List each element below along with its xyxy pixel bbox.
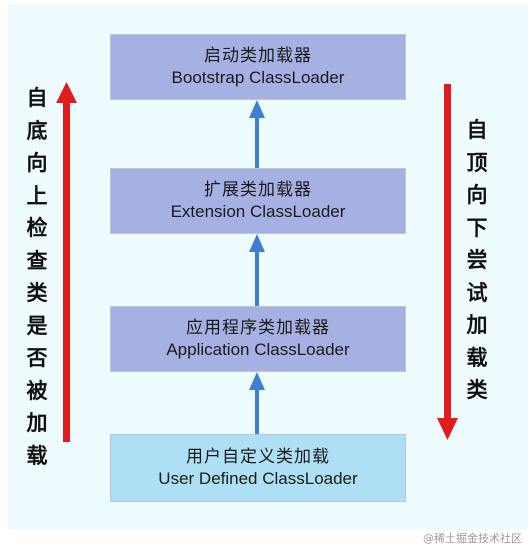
left-up-arrow [56,82,77,442]
watermark: @稀土掘金技术社区 [423,532,522,545]
user-defined-classloader-box: 用户自定义类加载 User Defined ClassLoader [110,434,406,502]
user-zh-label: 用户自定义类加载 [186,447,330,467]
application-classloader-box: 应用程序类加载器 Application ClassLoader [110,306,406,372]
arrow-application-to-extension [249,234,265,306]
extension-zh-label: 扩展类加载器 [204,180,312,200]
left-vertical-label: 自底向上检查类是否被加载 [26,85,48,468]
application-en-label: Application ClassLoader [166,340,350,359]
bootstrap-classloader-box: 启动类加载器 Bootstrap ClassLoader [110,34,406,100]
right-vertical-label: 自顶向下尝试加载类 [466,117,488,402]
bootstrap-en-label: Bootstrap ClassLoader [171,68,345,87]
application-zh-label: 应用程序类加载器 [186,318,330,338]
arrow-user-to-application [249,372,265,434]
bootstrap-zh-label: 启动类加载器 [204,46,312,66]
arrow-extension-to-bootstrap [249,100,265,168]
user-en-label: User Defined ClassLoader [158,469,358,488]
extension-classloader-box: 扩展类加载器 Extension ClassLoader [110,168,406,234]
right-down-arrow [437,84,458,440]
extension-en-label: Extension ClassLoader [170,202,346,221]
